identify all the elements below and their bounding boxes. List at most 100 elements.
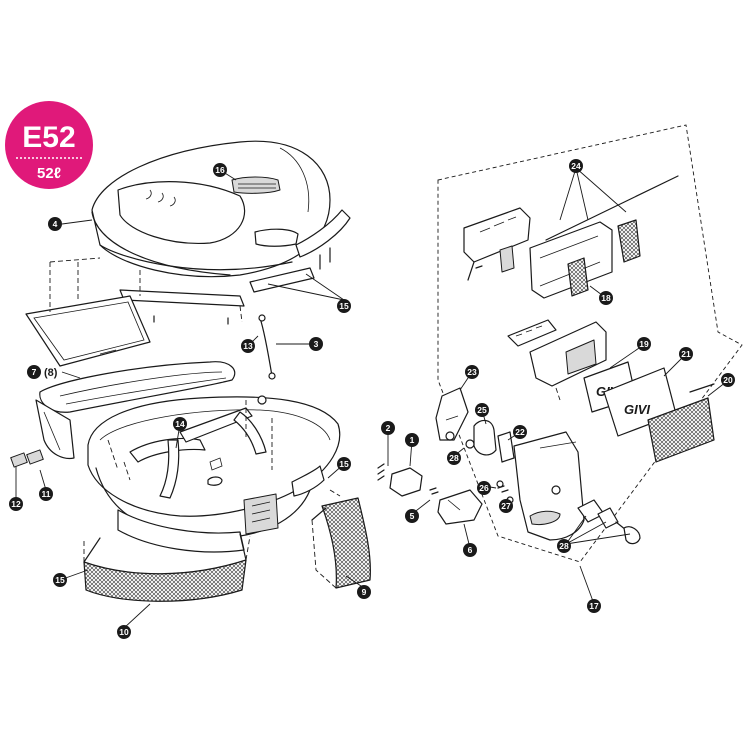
callout-7-label: 7 <box>32 367 37 377</box>
callout-26-label: 26 <box>479 483 489 493</box>
callout-18: 18 <box>599 291 613 305</box>
callout-10-label: 10 <box>119 627 129 637</box>
callout-7-circle <box>27 365 41 379</box>
callout-2-label: 2 <box>386 423 391 433</box>
callout-18-label: 18 <box>601 293 611 303</box>
callout-20-label: 20 <box>723 375 733 385</box>
callout-22-label: 22 <box>515 427 525 437</box>
callout-3-circle <box>309 337 323 351</box>
callout-13-circle <box>241 339 255 353</box>
gasket-wire <box>258 314 276 380</box>
callout-28a-circle <box>447 451 461 465</box>
callout-15b: 15 <box>337 457 351 471</box>
lid-reflectors <box>119 267 315 323</box>
callout-3: 3 <box>309 337 323 351</box>
callout-16-label: 16 <box>215 165 225 175</box>
badge-circle <box>5 101 93 189</box>
callout-15c: 15 <box>53 573 67 587</box>
callout-28a: 28 <box>447 451 461 465</box>
callout-10-circle <box>117 625 131 639</box>
callout-19-label: 19 <box>639 339 649 349</box>
model-badge: E52 52ℓ <box>5 101 93 189</box>
base-shell <box>87 396 341 553</box>
callout-21: 21 <box>679 347 693 361</box>
callout-23-label: 23 <box>467 367 477 377</box>
callout-28b-circle <box>557 539 571 553</box>
callout-15a-label: 15 <box>339 301 349 311</box>
callout-9: 9 <box>357 585 371 599</box>
callout-4: 4 <box>48 217 62 231</box>
callout-24: 24 <box>569 159 583 173</box>
callout-4-label: 4 <box>53 219 58 229</box>
callout-12: 12 <box>9 497 23 511</box>
callout-15b-label: 15 <box>339 459 349 469</box>
inner-straps <box>107 395 273 499</box>
callout-6: 6 <box>463 543 477 557</box>
callout-22: 22 <box>513 425 527 439</box>
callout-17: 17 <box>587 599 601 613</box>
callout-15c-label: 15 <box>55 575 65 585</box>
badge-capacity: 52ℓ <box>37 165 61 182</box>
callout-11: 11 <box>39 487 53 501</box>
callout-22-circle <box>513 425 527 439</box>
badge-logo: GIVI <box>624 402 650 417</box>
callout-25-label: 25 <box>477 405 487 415</box>
callout-1: 1 <box>405 433 419 447</box>
callout-27-circle <box>499 499 513 513</box>
callout-14-label: 14 <box>175 419 185 429</box>
callout-19-circle <box>637 337 651 351</box>
callout-5: 5 <box>405 509 419 523</box>
callout-2: 2 <box>381 421 395 435</box>
callout-19: 19 <box>637 337 651 351</box>
callout-26-circle <box>477 481 491 495</box>
callout-5-label: 5 <box>410 511 415 521</box>
callout-11-circle <box>39 487 53 501</box>
latch-mechanism: GIVI GIVI <box>377 175 715 545</box>
callout-2-circle <box>381 421 395 435</box>
callout-14: 14 <box>173 417 187 431</box>
callout-24-label: 24 <box>571 161 581 171</box>
callout-28b-label: 28 <box>559 541 569 551</box>
callout-15a: 15 <box>337 299 351 313</box>
callout-8-paren: (8) <box>44 367 58 379</box>
callout-17-label: 17 <box>589 601 599 611</box>
callout-12-label: 12 <box>11 499 21 509</box>
callout-1-circle <box>405 433 419 447</box>
callout-25-circle <box>475 403 489 417</box>
callout-1-label: 1 <box>410 435 415 445</box>
callout-20: 20 <box>721 373 735 387</box>
callout-27-label: 27 <box>501 501 511 511</box>
badge-model: E52 <box>22 121 75 154</box>
small-clips <box>10 449 44 468</box>
callout-18-circle <box>599 291 613 305</box>
callout-3-label: 3 <box>314 339 319 349</box>
callout-15b-circle <box>337 457 351 471</box>
callout-23: 23 <box>465 365 479 379</box>
callout-15a-circle <box>337 299 351 313</box>
callout-27: 27 <box>499 499 513 513</box>
callout-7: 7 <box>27 365 41 379</box>
callout-14-circle <box>173 417 187 431</box>
callout-24-circle <box>569 159 583 173</box>
callout-13-label: 13 <box>243 341 253 351</box>
callout-12-circle <box>9 497 23 511</box>
callout-21-circle <box>679 347 693 361</box>
callout-11-label: 11 <box>42 489 51 499</box>
callout-17-circle <box>587 599 601 613</box>
callout-23-circle <box>465 365 479 379</box>
callout-20-circle <box>721 373 735 387</box>
callout-10: 10 <box>117 625 131 639</box>
base-rack <box>35 361 236 460</box>
callout-28b: 28 <box>557 539 571 553</box>
callout-15c-circle <box>53 573 67 587</box>
callout-16-circle <box>213 163 227 177</box>
side-mesh-panel <box>311 489 371 589</box>
callout-5-circle <box>405 509 419 523</box>
callout-16: 16 <box>213 163 227 177</box>
callout-25: 25 <box>475 403 489 417</box>
callout-9-label: 9 <box>362 587 367 597</box>
inner-lid-tray <box>25 257 229 367</box>
bottom-mesh-panel <box>83 533 251 602</box>
callout-9-circle <box>357 585 371 599</box>
